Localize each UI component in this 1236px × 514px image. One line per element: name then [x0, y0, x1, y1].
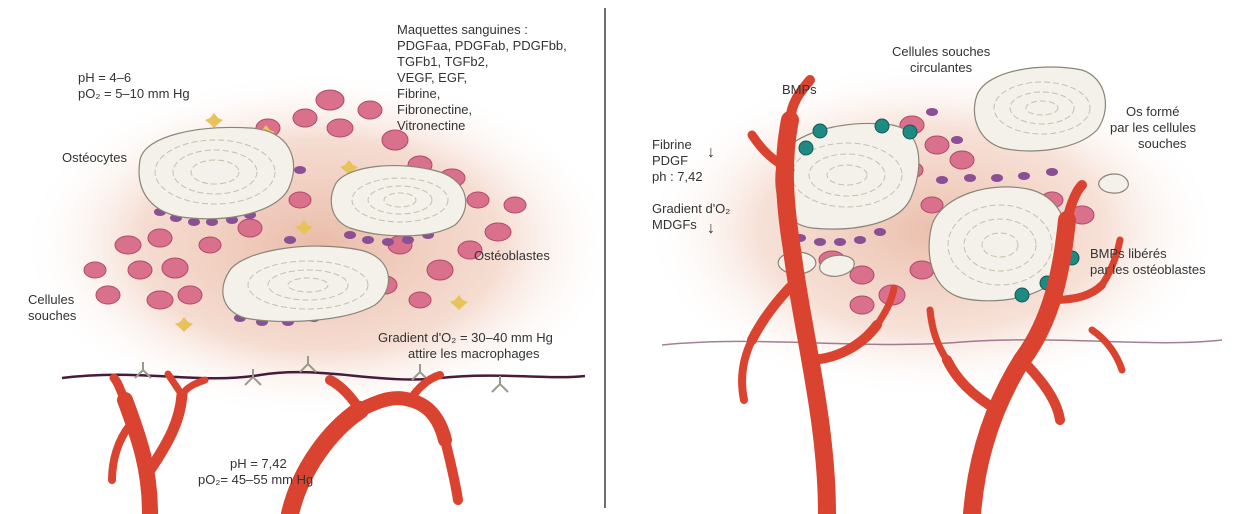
- os-forme-line1: Os formé: [1126, 104, 1179, 120]
- gradient-line2: attire les macrophages: [408, 346, 540, 362]
- cellules-souches-line2: souches: [28, 308, 76, 324]
- pdgf-label: PDGF: [652, 153, 688, 169]
- maquettes-line: Vitronectine: [397, 118, 465, 134]
- os-forme-line3: souches: [1138, 136, 1186, 152]
- gradient-line1: Gradient d'O₂ = 30–40 mm Hg: [378, 330, 553, 346]
- po2-bottom-line2: pO₂= 45–55 mm Hg: [198, 472, 313, 488]
- mdgfs-label: MDGFs: [652, 217, 697, 233]
- left-panel: pH = 4–6 pO₂ = 5–10 mm Hg Maquettes sang…: [0, 0, 604, 514]
- bmps-liberes-line1: BMPs libérés: [1090, 246, 1167, 262]
- osteoblastes-label: Ostéoblastes: [474, 248, 550, 264]
- cellules-souches-line1: Cellules: [28, 292, 74, 308]
- panel-divider: [604, 8, 606, 508]
- osteocytes-label: Ostéocytes: [62, 150, 127, 166]
- bmps-label: BMPs: [782, 82, 817, 98]
- maquettes-line: Fibronectine,: [397, 102, 472, 118]
- ph-label: ph : 7,42: [652, 169, 703, 185]
- maquettes-line: Fibrine,: [397, 86, 440, 102]
- os-forme-line2: par les cellules: [1110, 120, 1196, 136]
- down-arrow-icon: ↓: [707, 145, 715, 161]
- bmps-liberes-line2: par les ostéoblastes: [1090, 262, 1206, 278]
- ph-top-line1: pH = 4–6: [78, 70, 131, 86]
- po2-top-line2: pO₂ = 5–10 mm Hg: [78, 86, 190, 102]
- fibrine-label: Fibrine: [652, 137, 692, 153]
- gradient-o2-label: Gradient d'O₂: [652, 201, 730, 217]
- ph-bottom-line1: pH = 7,42: [230, 456, 287, 472]
- right-panel: Cellules souches circulantes BMPs Fibrin…: [612, 0, 1236, 514]
- maquettes-line: PDGFaa, PDGFab, PDGFbb,: [397, 38, 567, 54]
- cellules-circulantes-line2: circulantes: [910, 60, 972, 76]
- maquettes-line: TGFb1, TGFb2,: [397, 54, 489, 70]
- maquettes-line: VEGF, EGF,: [397, 70, 467, 86]
- down-arrow-icon: ↓: [707, 221, 715, 237]
- cellules-circulantes-line1: Cellules souches: [892, 44, 990, 60]
- maquettes-line: Maquettes sanguines :: [397, 22, 528, 38]
